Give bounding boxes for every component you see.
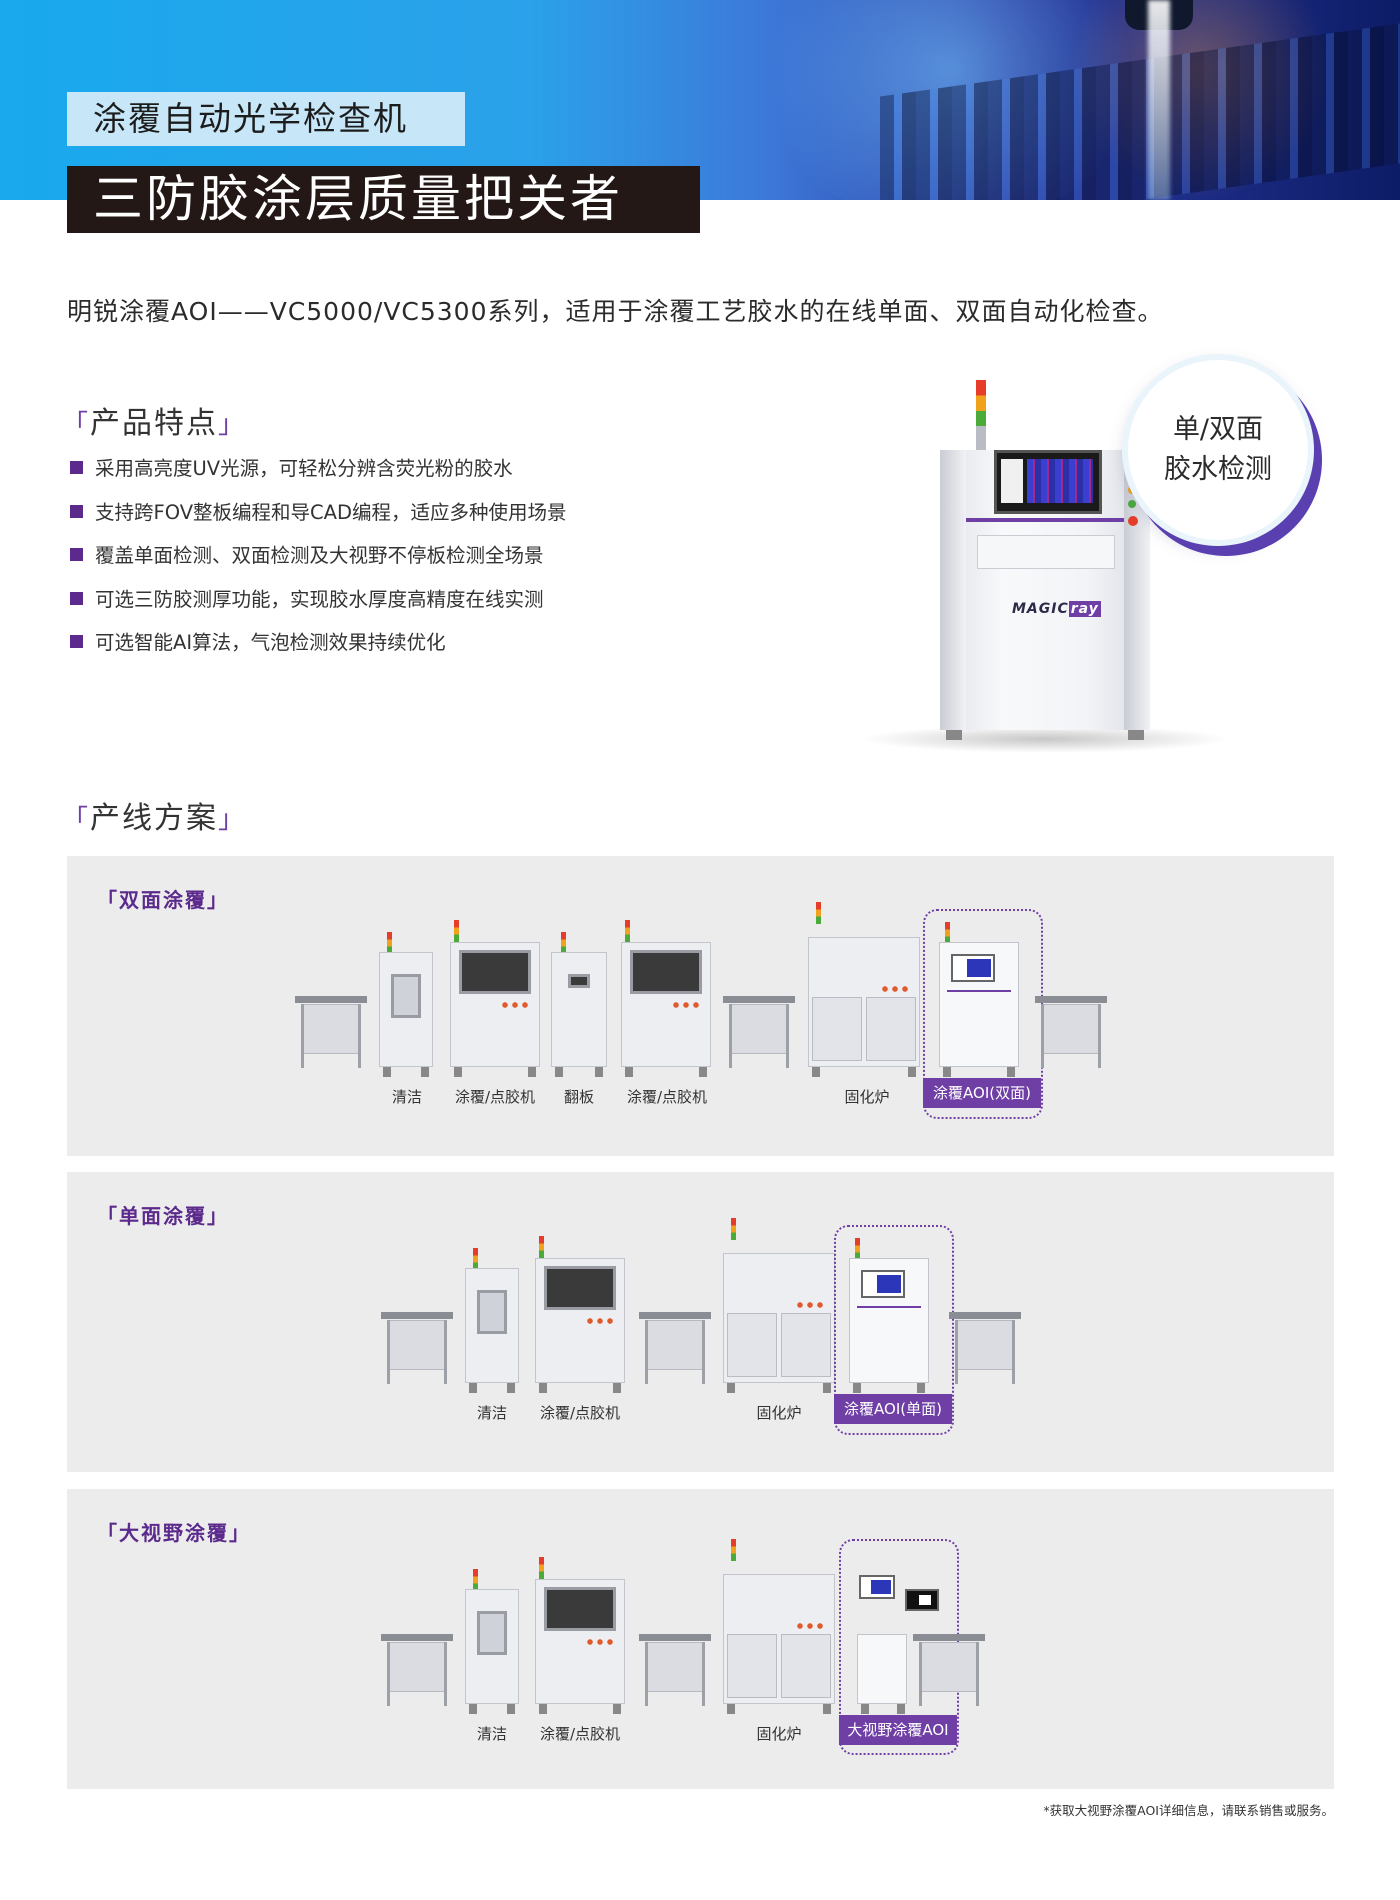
coating-aoi-image [849, 1238, 929, 1393]
station-label: 固化炉 [756, 1725, 802, 1743]
machine-accent-stripe [966, 518, 1124, 522]
machine-front-panel [977, 535, 1115, 569]
feature-text: 支持跨FOV整板编程和导CAD编程，适应多种使用场景 [95, 500, 567, 524]
feature-text: 采用高亮度UV光源，可轻松分辨含荧光粉的胶水 [95, 457, 513, 480]
bullet-square-icon [70, 635, 83, 648]
footnote: *获取大视野涂覆AOI详细信息，请联系销售或服务。 [1043, 1803, 1334, 1818]
conveyor-image [639, 1634, 711, 1714]
conveyor-image [1035, 996, 1107, 1076]
coater-image [621, 920, 711, 1077]
coating-aoi-image [939, 922, 1019, 1077]
machine-foot [946, 730, 962, 740]
bracket-close: 」 [218, 805, 247, 835]
station-label: 涂覆/点胶机 [626, 1088, 708, 1106]
status-button-icon [1128, 500, 1136, 508]
machine-foot [1128, 730, 1144, 740]
aoi-label-single: 涂覆AOI(单面) [834, 1394, 952, 1424]
curing-oven-image [808, 902, 920, 1077]
flipper-image [551, 932, 607, 1077]
feature-item: 可选三防胶测厚功能，实现胶水厚度高精度在线实测 [70, 587, 567, 631]
line-panel-single: 「单面涂覆」 清洁 涂覆/点胶机 固化炉 涂覆AOI(单面) [67, 1172, 1334, 1472]
glue-stream-image [1148, 0, 1170, 200]
line-panel-wide: 「大视野涂覆」 清洁 涂覆/点胶机 固化炉 大视野涂覆AOI [67, 1489, 1334, 1789]
badge-line: 单/双面 [1172, 414, 1264, 445]
station-label: 涂覆/点胶机 [454, 1088, 536, 1106]
features-heading-text: 产品特点 [90, 406, 219, 441]
feature-item: 可选智能AI算法，气泡检测效果持续优化 [70, 630, 567, 674]
panel-title: 「双面涂覆」 [97, 888, 229, 912]
emergency-stop-icon [1128, 516, 1138, 526]
aoi-highlight-frame [834, 1225, 954, 1435]
coater-image [535, 1236, 625, 1393]
feature-text: 可选智能AI算法，气泡检测效果持续优化 [95, 631, 446, 654]
conveyor-image [295, 996, 367, 1076]
conveyor-image [723, 996, 795, 1076]
feature-badge-text: 单/双面 胶水检测 [1128, 410, 1308, 490]
bracket-open: 「 [62, 805, 91, 835]
machine-monitor [994, 450, 1102, 514]
panel-title: 「大视野涂覆」 [97, 1521, 251, 1545]
bracket-open: 「 [62, 410, 91, 440]
lines-heading: 「产线方案」 [62, 793, 246, 837]
feature-item: 覆盖单面检测、双面检测及大视野不停板检测全场景 [70, 543, 567, 587]
product-subtitle: 涂覆自动光学检查机 [67, 92, 465, 146]
coater-image [535, 1557, 625, 1714]
conveyor-image [381, 1312, 453, 1392]
logo-tail: ray [1068, 601, 1101, 617]
feature-item: 采用高亮度UV光源，可轻松分辨含荧光粉的胶水 [70, 456, 567, 500]
logo-text: MAGIC [1012, 601, 1069, 617]
features-list: 采用高亮度UV光源，可轻松分辨含荧光粉的胶水 支持跨FOV整板编程和导CAD编程… [70, 456, 567, 674]
bullet-square-icon [70, 548, 83, 561]
conveyor-image [949, 1312, 1021, 1392]
station-label: 涂覆/点胶机 [539, 1725, 621, 1743]
bracket-close: 」 [218, 410, 247, 440]
curing-oven-image [723, 1218, 835, 1393]
machine-side-left [940, 450, 966, 730]
station-label: 翻板 [563, 1088, 594, 1106]
station-label: 固化炉 [756, 1404, 802, 1422]
product-title: 三防胶涂层质量把关者 [67, 166, 700, 233]
intro-text: 明锐涂覆AOI——VC5000/VC5300系列，适用于涂覆工艺胶水的在线单面、… [67, 297, 1164, 326]
feature-text: 覆盖单面检测、双面检测及大视野不停板检测全场景 [95, 544, 544, 567]
bullet-square-icon [70, 461, 83, 474]
lines-heading-text: 产线方案 [90, 801, 219, 836]
feature-item: 支持跨FOV整板编程和导CAD编程，适应多种使用场景 [70, 500, 567, 544]
status-button-icon [1128, 486, 1136, 494]
hero-glow-warm [1050, 0, 1350, 200]
panel-title: 「单面涂覆」 [97, 1204, 229, 1228]
signal-tower-icon [976, 380, 986, 450]
station-label: 涂覆/点胶机 [539, 1404, 621, 1422]
line-panel-double: 「双面涂覆」 [67, 856, 1334, 1156]
station-label: 清洁 [476, 1725, 507, 1743]
cleaner-image [379, 932, 433, 1077]
wide-fov-aoi-image [851, 1569, 943, 1714]
station-label: 清洁 [476, 1404, 507, 1422]
badge-line: 胶水检测 [1164, 454, 1272, 485]
feature-text: 可选三防胶测厚功能，实现胶水厚度高精度在线实测 [95, 587, 544, 611]
conveyor-image [913, 1634, 985, 1714]
bullet-square-icon [70, 504, 83, 518]
bullet-square-icon [70, 591, 83, 605]
hero-glow [740, 0, 1160, 200]
conveyor-image [639, 1312, 711, 1392]
station-label: 清洁 [391, 1088, 422, 1106]
station-label: 固化炉 [844, 1088, 890, 1106]
aoi-label-wide: 大视野涂覆AOI [839, 1715, 957, 1745]
feature-badge [1128, 360, 1308, 540]
cleaner-image [465, 1569, 519, 1714]
cleaner-image [465, 1248, 519, 1393]
conveyor-image [381, 1634, 453, 1714]
coater-image [450, 920, 540, 1077]
features-heading: 「产品特点」 [62, 398, 246, 442]
curing-oven-image [723, 1539, 835, 1714]
aoi-label-double: 涂覆AOI(双面) [923, 1078, 1041, 1108]
